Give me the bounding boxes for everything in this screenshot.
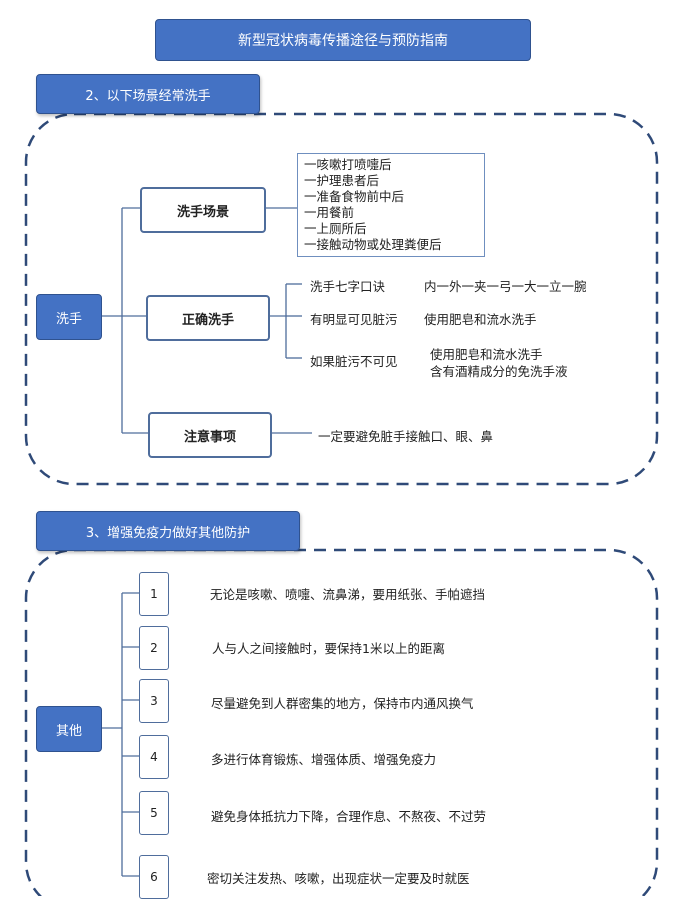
correct-cond-3: 如果脏污不可见 (310, 354, 398, 369)
correct-action-2: 使用肥皂和流水洗手 (424, 312, 537, 327)
section-2-header: 2、以下场景经常洗手 (36, 74, 260, 114)
list-item: 一护理患者后 (304, 173, 380, 188)
list-item: 一咳嗽打喷嚏后 (304, 157, 392, 172)
node-notes: 注意事项 (148, 412, 272, 458)
item-text-4: 多进行体育锻炼、增强体质、增强免疫力 (211, 752, 437, 767)
section-3-header: 3、增强免疫力做好其他防护 (36, 511, 300, 551)
correct-action-1: 内一外一夹一弓一大一立一腕 (424, 279, 587, 294)
list-item: 一接触动物或处理粪便后 (304, 237, 442, 252)
root-node-handwash: 洗手 (36, 294, 102, 340)
node-correct-handwash: 正确洗手 (146, 295, 270, 341)
list-item: 一上厕所后 (304, 221, 367, 236)
list-item: 一准备食物前中后 (304, 189, 405, 204)
correct-cond-2: 有明显可见脏污 (310, 312, 398, 327)
node-handwash-scenes: 洗手场景 (140, 187, 266, 233)
correct-action-3a: 使用肥皂和流水洗手 (430, 347, 543, 362)
item-number-4: 4 (139, 735, 169, 779)
page-title: 新型冠状病毒传播途径与预防指南 (155, 19, 531, 61)
item-number-6: 6 (139, 855, 169, 899)
item-number-2: 2 (139, 626, 169, 670)
item-text-5: 避免身体抵抗力下降，合理作息、不熬夜、不过劳 (211, 809, 487, 824)
item-text-1: 无论是咳嗽、喷嚏、流鼻涕，要用纸张、手帕遮挡 (210, 587, 486, 602)
correct-cond-1: 洗手七字口诀 (310, 279, 386, 294)
item-text-2: 人与人之间接触时，要保持1米以上的距离 (212, 641, 445, 656)
scenes-list: 一咳嗽打喷嚏后 一护理患者后 一准备食物前中后 一用餐前 一上厕所后 一接触动物… (297, 153, 485, 257)
item-number-5: 5 (139, 791, 169, 835)
item-text-3: 尽量避免到人群密集的地方，保持市内通风换气 (211, 696, 474, 711)
notes-text: 一定要避免脏手接触口、眼、鼻 (318, 429, 494, 444)
item-number-3: 3 (139, 679, 169, 723)
root-node-other: 其他 (36, 706, 102, 752)
item-number-1: 1 (139, 572, 169, 616)
correct-action-3b: 含有酒精成分的免洗手液 (430, 364, 568, 379)
list-item: 一用餐前 (304, 205, 355, 220)
item-text-6: 密切关注发热、咳嗽，出现症状一定要及时就医 (207, 871, 470, 886)
